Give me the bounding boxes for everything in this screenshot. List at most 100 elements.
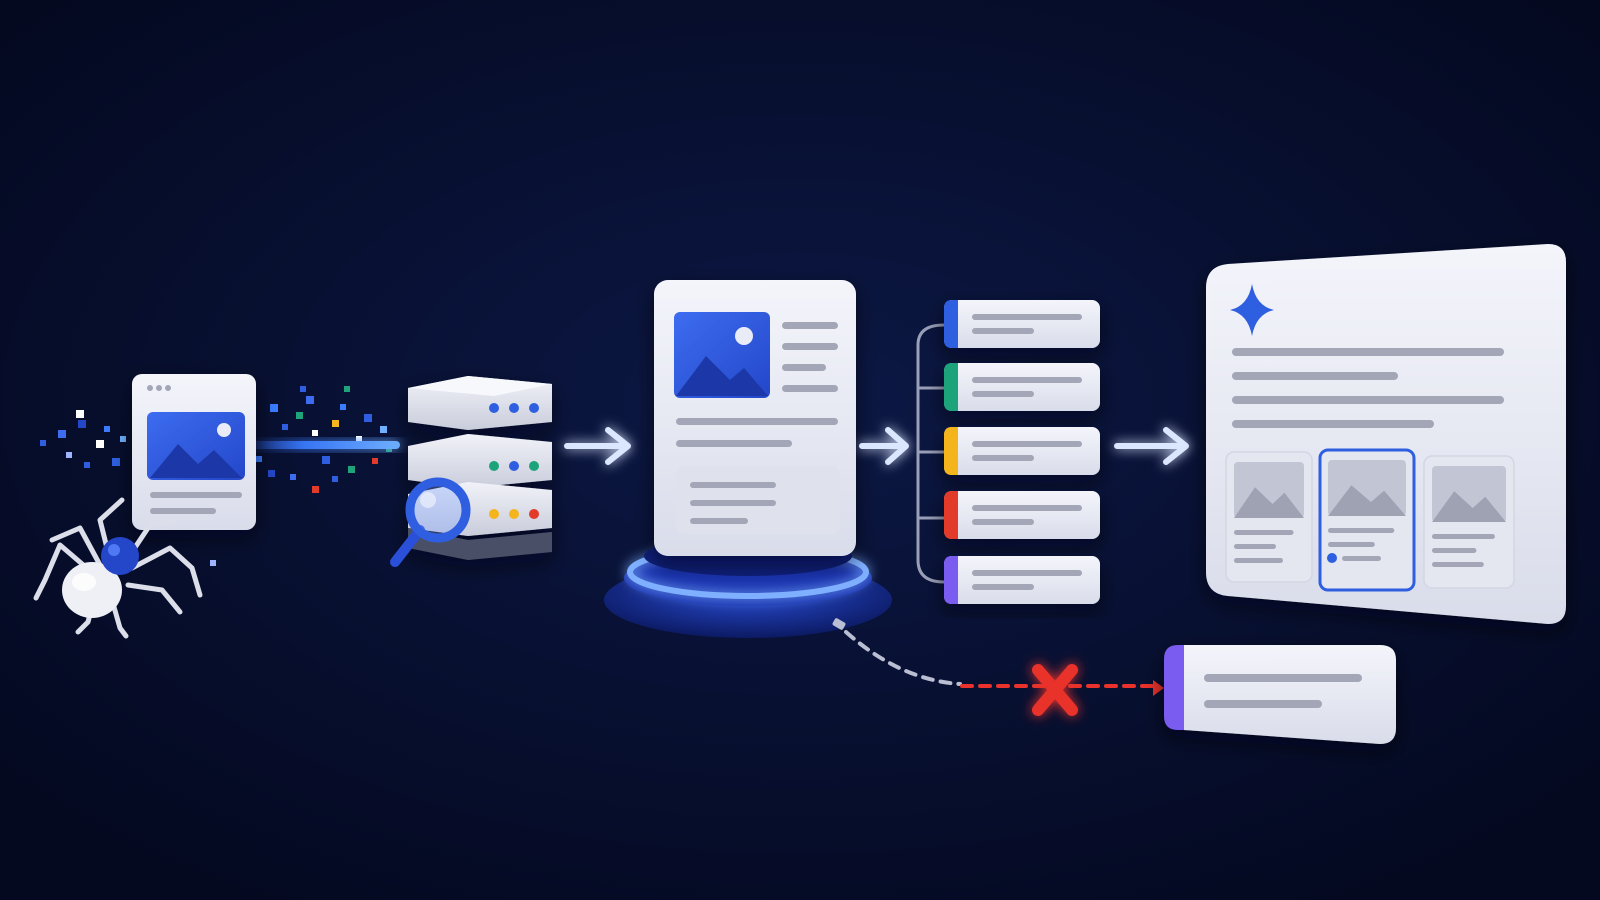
tree-connector — [916, 323, 945, 584]
magnifier-icon — [390, 477, 471, 567]
text-line — [1234, 558, 1283, 563]
server-unit — [408, 376, 552, 430]
crawl-stage — [33, 374, 400, 639]
text-line — [1432, 534, 1495, 539]
data-pixel — [84, 462, 90, 468]
status-led — [489, 461, 499, 471]
data-pixel — [270, 404, 278, 412]
cross-icon — [1032, 664, 1078, 716]
arrow-right-icon — [859, 427, 909, 465]
text-line — [782, 364, 826, 371]
arrow-right-icon — [1114, 427, 1189, 465]
data-pixel — [348, 466, 355, 473]
ranked-list-icon — [916, 300, 1100, 604]
rank-color-tab — [944, 491, 958, 539]
server-unit — [408, 434, 552, 488]
text-line — [676, 418, 838, 425]
image-placeholder-icon — [147, 412, 245, 480]
window-dot-icon — [147, 385, 153, 391]
data-pixel — [66, 452, 72, 458]
ranked-item — [944, 491, 1100, 539]
text-line — [150, 492, 242, 498]
data-pixel — [332, 420, 339, 427]
spider-icon — [33, 497, 203, 639]
web-page-card — [132, 374, 256, 530]
text-line — [1204, 674, 1362, 682]
text-line — [782, 385, 838, 392]
status-led — [529, 461, 539, 471]
status-led — [489, 403, 499, 413]
arrow-right-icon — [564, 427, 631, 465]
text-line — [150, 508, 216, 514]
data-pixel — [78, 420, 86, 428]
data-pixel — [296, 412, 303, 419]
image-placeholder-icon — [1234, 462, 1304, 518]
status-led — [529, 509, 539, 519]
text-line — [1204, 700, 1322, 708]
data-pixel — [312, 430, 318, 436]
text-line — [782, 343, 838, 350]
status-led — [509, 461, 519, 471]
data-pixel — [322, 456, 330, 464]
image-placeholder-icon — [674, 312, 770, 398]
path-start-marker — [832, 618, 846, 630]
text-line — [1234, 530, 1294, 535]
data-stream — [40, 386, 392, 566]
sparkle-icon — [1230, 284, 1274, 336]
text-line — [1234, 544, 1276, 549]
data-pixel — [364, 414, 372, 422]
text-line — [690, 482, 776, 488]
text-line — [972, 314, 1082, 320]
selected-dot-icon — [1327, 553, 1337, 563]
arrowhead-icon — [1153, 680, 1164, 696]
dashed-connector — [844, 630, 962, 686]
text-line — [1432, 548, 1477, 553]
text-line — [1232, 372, 1398, 380]
text-line — [972, 519, 1034, 525]
data-pixel — [104, 426, 110, 432]
text-line — [972, 570, 1082, 576]
data-pixel — [40, 440, 46, 446]
rank-color-tab — [944, 300, 958, 348]
text-line — [1232, 348, 1504, 356]
window-dot-icon — [156, 385, 162, 391]
text-line — [972, 328, 1034, 334]
data-pixel — [312, 486, 319, 493]
data-pixel — [344, 386, 350, 392]
rank-color-tab — [944, 556, 958, 604]
status-led — [509, 509, 519, 519]
rank-color-tab — [944, 363, 958, 411]
status-led — [509, 403, 519, 413]
server-unit — [408, 482, 552, 536]
ranked-item — [944, 363, 1100, 411]
image-placeholder-icon — [1432, 466, 1506, 522]
data-pixel — [76, 410, 84, 418]
data-pixel — [58, 430, 66, 438]
result-card — [1423, 455, 1515, 589]
data-pixel — [380, 426, 387, 433]
data-pixel — [112, 458, 120, 466]
data-pixel — [268, 470, 275, 477]
text-line — [972, 391, 1034, 397]
data-pixel — [372, 458, 378, 464]
index-stage — [390, 376, 552, 567]
data-pixel — [282, 424, 288, 430]
text-line — [1342, 556, 1381, 561]
text-line — [972, 584, 1034, 590]
data-pixel — [306, 396, 314, 404]
rejected-path — [832, 618, 1396, 744]
text-line — [1232, 396, 1504, 404]
text-line — [972, 455, 1034, 461]
server-stack-icon — [408, 376, 552, 560]
data-stream-beam — [240, 441, 400, 449]
status-led — [489, 509, 499, 519]
data-pixel — [356, 436, 362, 442]
text-line — [1232, 420, 1434, 428]
text-line — [972, 505, 1082, 511]
text-line — [1328, 528, 1395, 533]
text-line — [972, 377, 1082, 383]
text-line — [690, 500, 776, 506]
data-pixel — [300, 386, 306, 392]
document-icon — [654, 280, 856, 556]
